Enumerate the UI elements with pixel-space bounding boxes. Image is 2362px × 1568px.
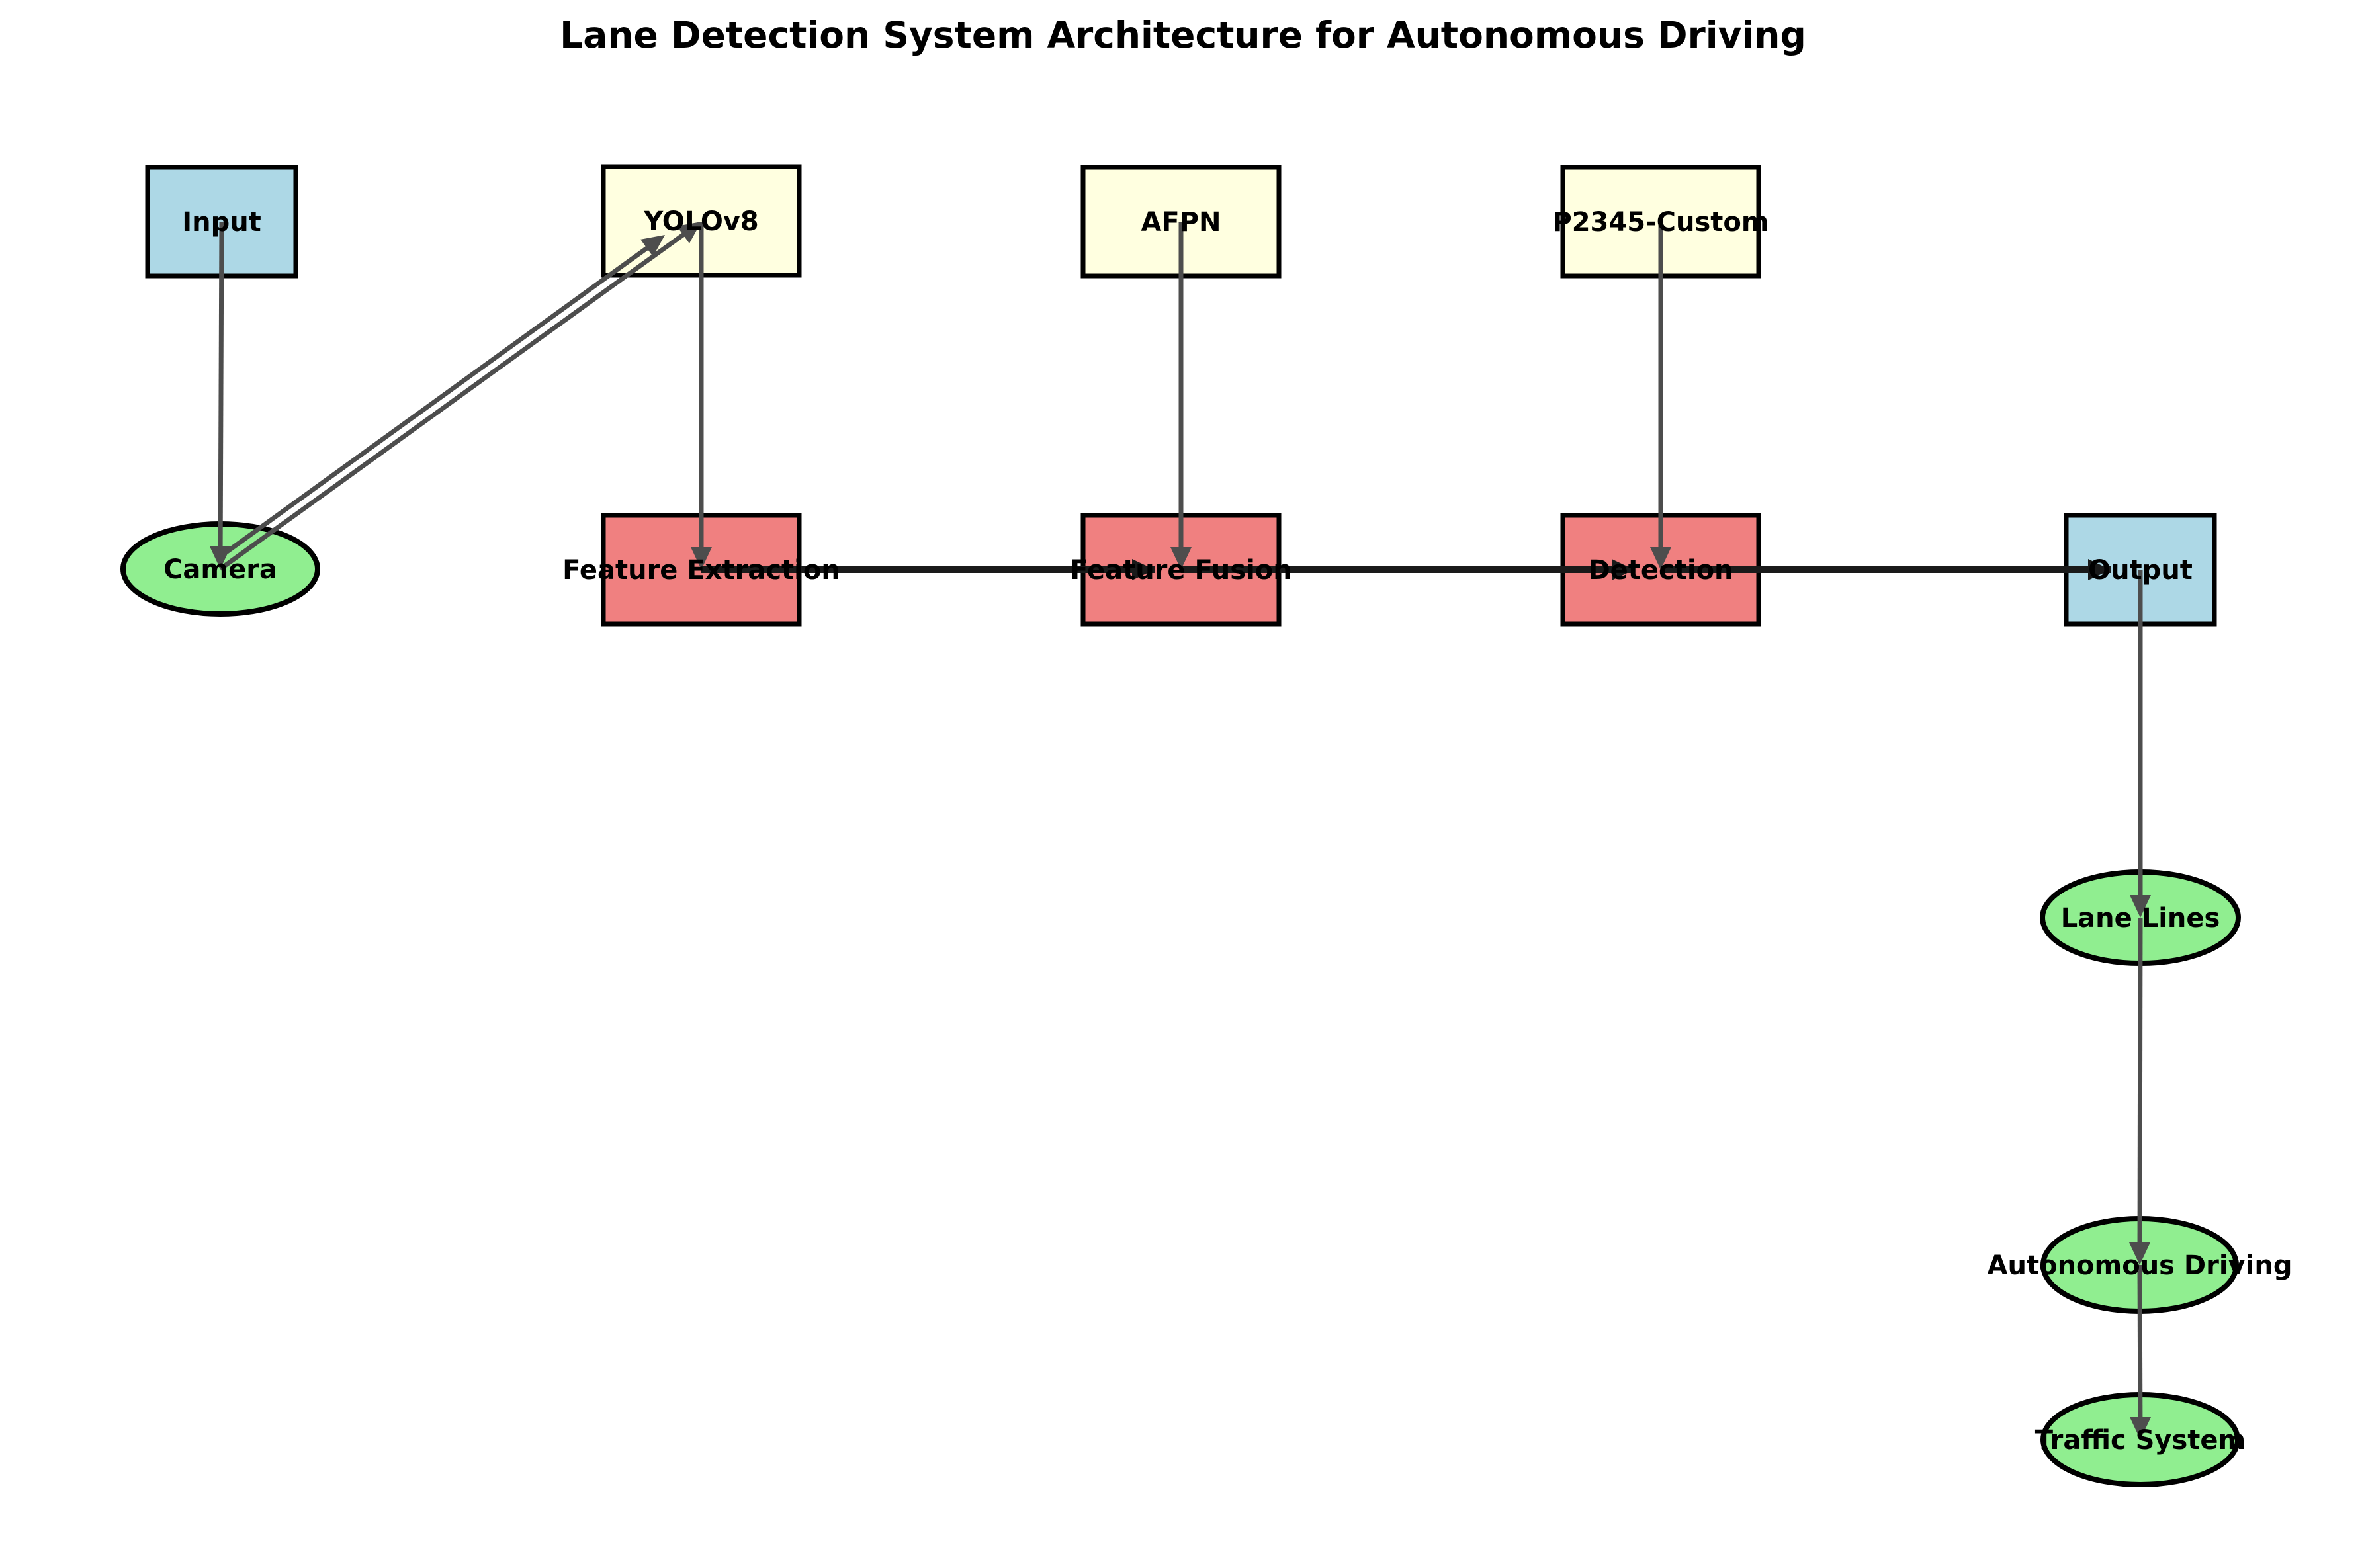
node-output-label: Output [2088,555,2193,586]
edge-lane-lines-autonomous-driving-arrowhead [2129,1242,2150,1265]
node-camera-label: Camera [163,554,277,585]
edge-yolov8-feature-extraction-arrowhead [691,547,712,570]
edge-input-camera [218,221,224,564]
edge-p2345-custom-detection-arrowhead [1650,547,1671,570]
edge-feature-fusion-detection-arrowhead [1612,559,1634,580]
edge-camera-yolov8-a-arrowhead [677,222,701,243]
diagram-title: Lane Detection System Architecture for A… [560,14,1806,56]
edge-afpn-feature-fusion-arrowhead [1170,547,1192,570]
edge-camera-yolov8-a [218,228,691,571]
edge-camera-yolov8-b [225,244,652,554]
edge-autonomous-driving-traffic-system-arrowhead [2130,1417,2151,1440]
node-labels: Input YOLOv8 AFPN P2345-Custom Camera Fe… [163,206,2292,1456]
node-detection-label: Detection [1588,555,1733,586]
edge-input-camera-arrowhead [210,546,231,569]
node-p2345-custom-label: P2345-Custom [1552,207,1769,238]
edge-feature-extraction-feature-fusion-arrowhead [1132,559,1155,580]
node-yolov8-label: YOLOv8 [643,206,759,237]
node-traffic-system-label: Traffic System [2035,1425,2246,1456]
edge-output-lane-lines-arrowhead [2130,895,2151,918]
node-input-label: Input [182,207,261,238]
edge-camera-yolov8-b-arrowhead [640,235,665,257]
node-autonomous-driving-label: Autonomous Driving [1988,1250,2293,1281]
edges [210,221,2151,1440]
node-afpn-label: AFPN [1141,207,1221,238]
node-feature-fusion-label: Feature Fusion [1070,555,1292,586]
node-lane-lines-label: Lane Lines [2061,903,2220,934]
node-feature-extraction-label: Feature Extraction [562,555,840,586]
edge-detection-output-arrowhead [2088,559,2111,580]
